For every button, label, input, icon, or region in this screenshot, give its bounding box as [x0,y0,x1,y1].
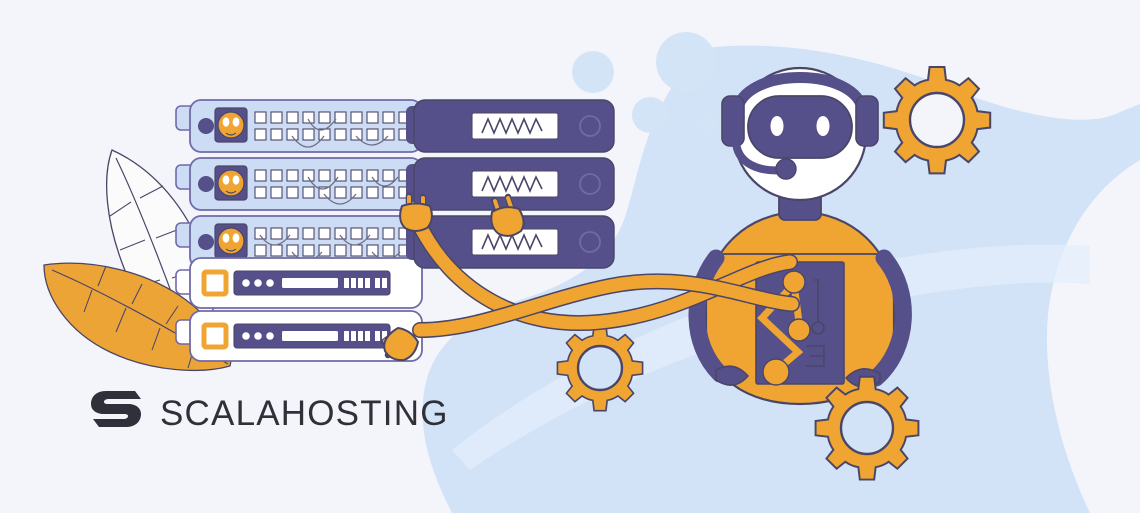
support-robot [688,66,912,406]
robot-headset-band [731,72,869,118]
status-led [266,332,274,340]
scalahosting-s-monogram-icon [91,391,141,427]
robot-earcup-right [855,95,879,147]
power-cables [410,214,800,338]
robot-mic-tip [775,158,797,180]
switch-unit-2 [175,310,423,362]
cable-strand-b-fill [413,274,799,337]
panel-led [198,176,214,192]
panel-led [198,118,214,134]
decorative-bubble [696,114,716,134]
gear-middle [556,324,644,412]
switch-port-block [344,331,387,341]
robot-arm-left [688,249,729,383]
robot-eye-right [816,116,830,136]
brand-logo[interactable]: SCALAHOSTING [88,385,449,441]
robot-mouth [787,160,841,170]
patch-ports [254,111,411,141]
gear-top-right [882,65,992,175]
robot-hand-left [715,365,750,386]
round-indicator [579,173,601,195]
status-led [266,279,274,287]
patch-cables [307,176,399,205]
patch-panel-row-2 [175,157,423,211]
power-plug-lower [380,326,420,362]
decorative-bubble [632,97,668,133]
round-indicator [579,231,601,253]
server-unit-2 [406,157,615,211]
status-led [254,279,262,287]
patch-panel-row-1 [175,99,423,153]
server-unit-3 [406,215,615,269]
switch-unit-1 [175,257,423,309]
circuit-node [787,318,811,342]
status-led [242,332,250,340]
brand-name: SCALAHOSTING [160,393,449,433]
patch-cables [291,118,389,148]
patch-ports [254,227,411,257]
status-led [254,332,262,340]
switch-port-block [344,278,387,288]
zigzag-signal-icon [481,174,543,194]
robot-eye-left [770,116,784,136]
patch-panel-row-3 [175,215,423,269]
patch-ports [254,169,411,199]
decorative-bubble [656,32,716,92]
round-indicator [579,115,601,137]
panel-led [198,234,214,250]
circuit-node [782,270,806,294]
server-unit-1 [406,99,615,153]
circuit-node [762,358,790,386]
zigzag-signal-icon [481,116,543,136]
status-led [242,279,250,287]
power-plug-middle [490,193,525,237]
robot-visor [747,95,853,159]
decorative-bubble [572,51,614,93]
cable-strand-a-fill [411,215,797,330]
gear-bottom-right [814,375,920,481]
robot-arm-right [867,249,912,387]
power-plug-upper [399,192,433,232]
